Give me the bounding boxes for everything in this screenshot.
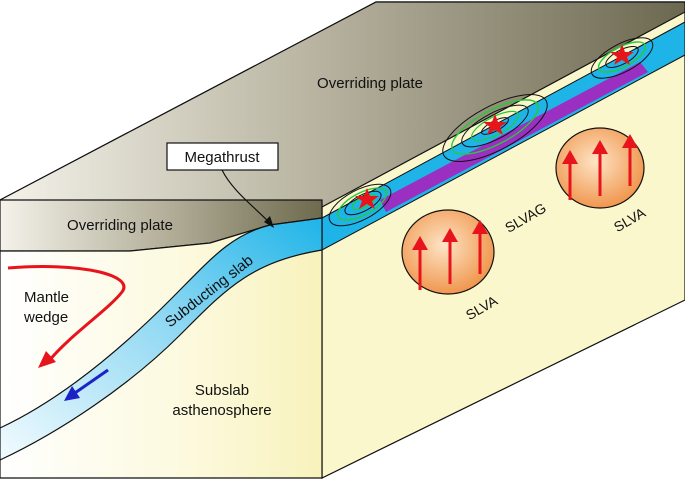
star-icon: [355, 188, 379, 209]
up-arrow-icon: [562, 150, 578, 200]
slva-region-left: [401, 209, 495, 295]
subslab-label-1: Subslab: [195, 382, 249, 399]
curved-arrow-icon: [7, 265, 126, 368]
rupture-patch-left: [328, 183, 392, 227]
up-arrow-icon: [412, 236, 428, 290]
subslab-label-2: asthenosphere: [172, 402, 271, 419]
mantle-wedge-label-1: Mantle: [24, 289, 69, 306]
up-arrow-icon: [592, 140, 608, 196]
megathrust-leader-arrowhead: [264, 216, 274, 228]
rupture-patch-middle: [442, 94, 548, 162]
rupture-patch-right: [590, 37, 654, 79]
slva-region-right: [555, 127, 645, 209]
overriding-plate-front-label: Overriding plate: [67, 217, 173, 234]
mantle-wedge-label-2: wedge: [23, 309, 68, 326]
subducting-slab: [0, 217, 323, 461]
up-arrow-icon: [622, 134, 638, 186]
slab-motion-arrow-icon: [64, 368, 109, 401]
star-icon: [483, 114, 507, 135]
megathrust-purple-band: [380, 62, 648, 212]
megathrust-label: Megathrust: [184, 149, 260, 166]
star-icon: [610, 44, 634, 65]
overriding-plate-top-label: Overriding plate: [317, 75, 423, 92]
megathrust-callout-box: [166, 142, 279, 171]
megathrust-leader-line: [221, 169, 271, 224]
up-arrow-icon: [472, 220, 488, 274]
up-arrow-icon: [442, 228, 458, 284]
